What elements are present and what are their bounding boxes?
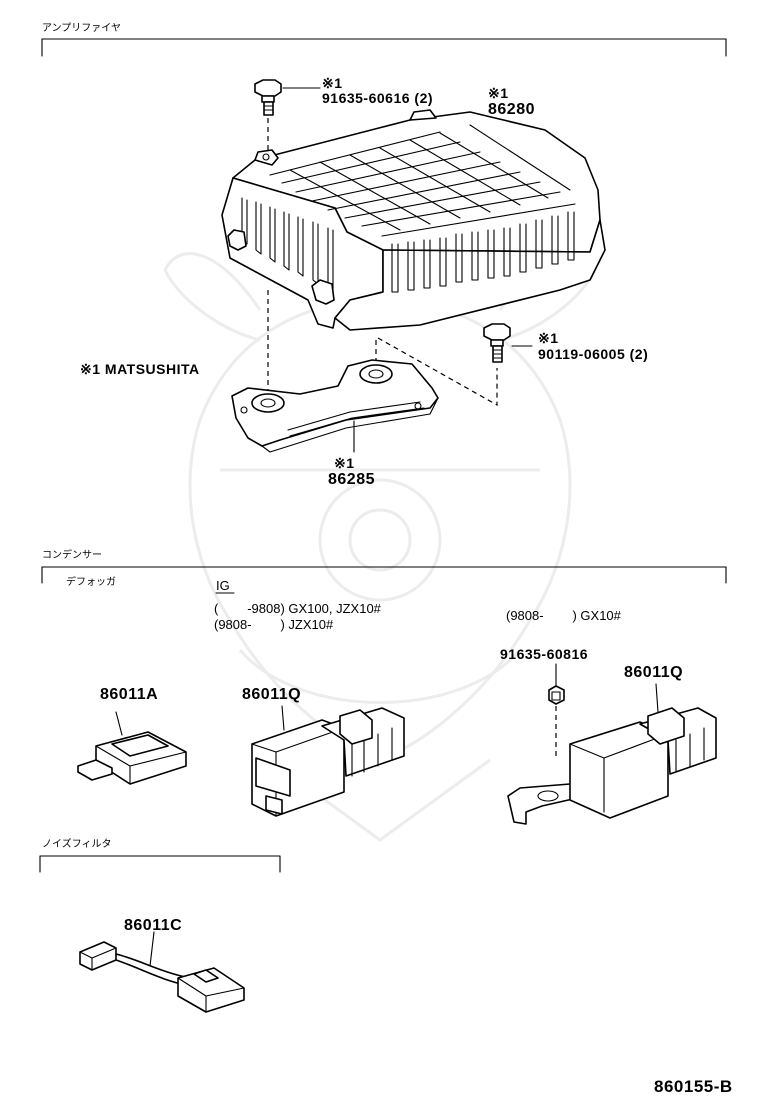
nut-part-number: 91635-60816 bbox=[500, 646, 589, 662]
noise-filter-86011c-icon bbox=[79, 931, 245, 1013]
bolt-right-icon bbox=[483, 323, 533, 363]
subsection-ig: IG bbox=[216, 578, 230, 593]
condenser-86011q-bracket-label: 86011Q bbox=[624, 664, 684, 681]
bolt-right-mark: ※1 bbox=[538, 330, 559, 346]
section-title-noise-filter: ノイズフィルタ bbox=[42, 839, 112, 850]
condenser-86011q-bracket-icon bbox=[507, 683, 717, 825]
condenser-section-bracket bbox=[41, 566, 727, 584]
condition-line-1: ( -9808) GX100, JZX10# bbox=[214, 601, 381, 616]
condenser-86011q-label: 86011Q bbox=[242, 686, 302, 703]
condenser-86011a-label: 86011A bbox=[100, 686, 159, 703]
bolt-top-icon bbox=[254, 79, 321, 116]
bracket-guide-diag bbox=[377, 337, 498, 407]
amplifier-part-number: 86280 bbox=[488, 101, 535, 118]
maker-note: ※1 MATSUSHITA bbox=[80, 361, 200, 377]
mounting-bracket bbox=[231, 359, 439, 453]
condenser-86011q-icon bbox=[251, 705, 405, 817]
section-title-condenser: コンデンサー bbox=[42, 550, 102, 561]
subsection-defogger: デフォッガ bbox=[66, 577, 116, 588]
bracket-part-number: 86285 bbox=[328, 471, 375, 488]
condition-line-3: (9808- ) GX10# bbox=[506, 608, 621, 623]
bolt-right-part-number: 90119-06005 (2) bbox=[538, 346, 649, 362]
bracket-mark: ※1 bbox=[334, 455, 355, 471]
amplifier-mark: ※1 bbox=[488, 85, 509, 101]
noise-filter-section-bracket bbox=[39, 855, 281, 873]
nut-icon bbox=[548, 663, 565, 705]
amplifier-housing bbox=[221, 109, 606, 331]
amplifier-section-bracket bbox=[41, 38, 727, 57]
figure-id: 860155-B bbox=[654, 1077, 733, 1096]
condition-line-2: (9808- ) JZX10# bbox=[214, 617, 334, 632]
condenser-86011a-icon bbox=[77, 711, 187, 785]
bolt-top-mark: ※1 bbox=[322, 75, 343, 91]
bolt-top-part-number: 91635-60616 (2) bbox=[322, 90, 434, 106]
noise-filter-86011c-label: 86011C bbox=[124, 917, 183, 934]
section-title-amplifier: アンプリファイヤ bbox=[42, 23, 121, 34]
